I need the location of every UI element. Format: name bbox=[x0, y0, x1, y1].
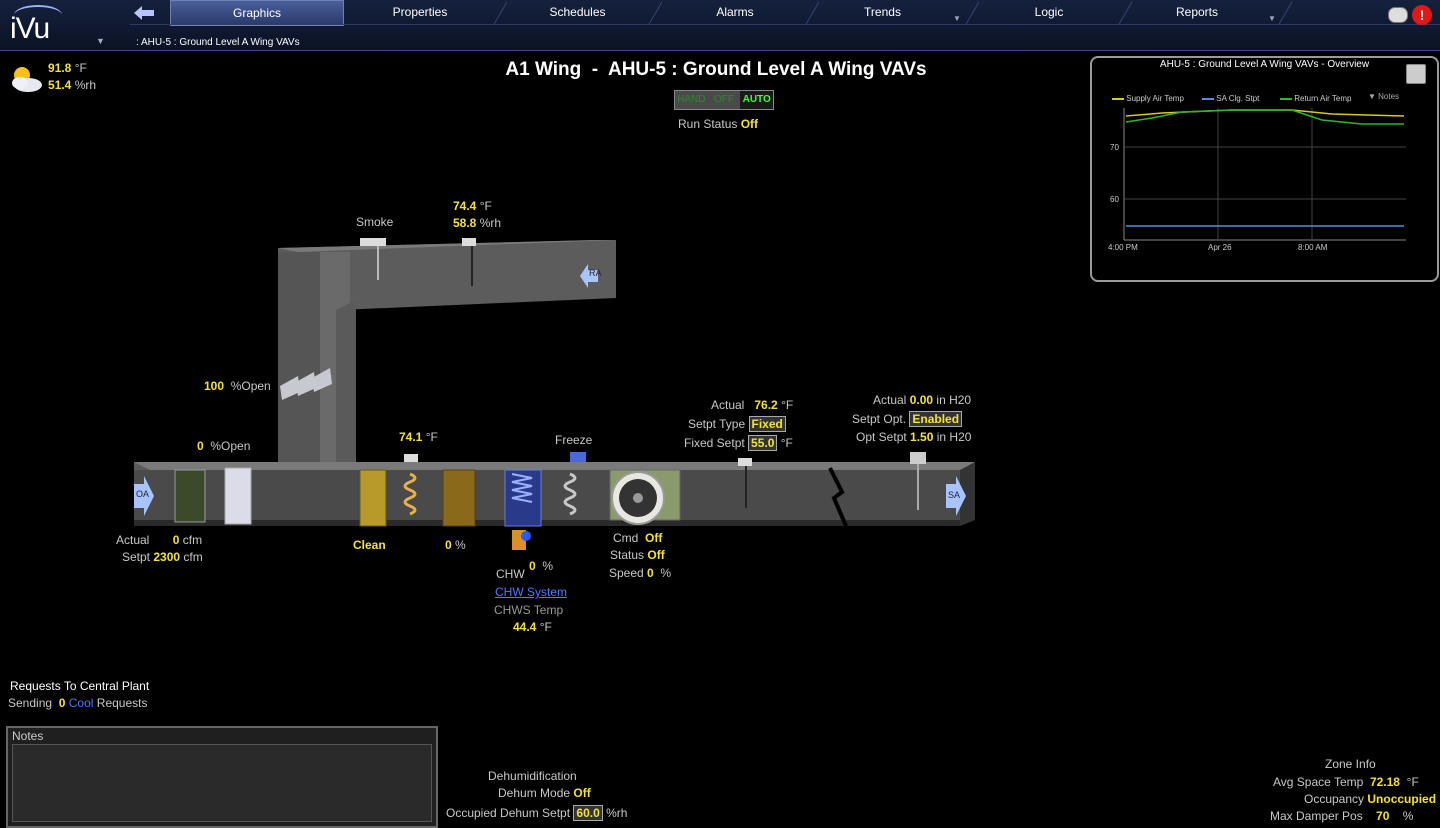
legend-sa-clg-stpt: SA Clg. Stpt bbox=[1202, 94, 1259, 103]
oa-label: OA bbox=[136, 489, 150, 499]
outdoor-temp: 91.8 °F bbox=[48, 61, 87, 75]
y-tick-60: 60 bbox=[1110, 195, 1119, 204]
smoke-label: Smoke bbox=[356, 215, 394, 229]
exhaust-damper-position: 100 %Open bbox=[204, 379, 271, 393]
zone-avg-temp: Avg Space Temp 72.18 °F bbox=[1273, 775, 1419, 789]
static-opt-setpt: Opt Setpt 1.50 in H20 bbox=[856, 430, 972, 444]
tab-graphics[interactable]: Graphics bbox=[170, 0, 344, 26]
legend-return-air: Return Air Temp bbox=[1280, 94, 1351, 103]
series-return-air bbox=[1125, 109, 1404, 125]
expand-trend-icon[interactable] bbox=[1406, 64, 1426, 84]
dehum-mode: Dehum Mode Off bbox=[498, 786, 591, 800]
chw-label: CHW bbox=[496, 567, 525, 581]
fan-status: Status Off bbox=[610, 548, 665, 562]
chw-system-link[interactable]: CHW System bbox=[495, 585, 567, 599]
notes-panel: Notes bbox=[6, 726, 438, 828]
page-title: A1 Wing - AHU-5 : Ground Level A Wing VA… bbox=[505, 59, 927, 80]
oa-damper-position: 0 %Open bbox=[197, 439, 251, 453]
static-actual: Actual 0.00 in H20 bbox=[873, 393, 972, 407]
hoa-off[interactable]: OFF bbox=[714, 94, 734, 105]
setpt-opt-field[interactable]: Enabled bbox=[909, 411, 963, 427]
static-setpt-opt: Setpt Opt. Enabled bbox=[852, 411, 963, 427]
sa-label: SA bbox=[948, 490, 961, 500]
x-tick-0: 4:00 PM bbox=[1108, 243, 1138, 252]
ra-arrow-icon bbox=[580, 264, 598, 288]
preheat-valve: 0 % bbox=[445, 538, 466, 552]
print-icon[interactable] bbox=[1388, 7, 1408, 23]
oa-setpt-cfm: Setpt 2300 cfm bbox=[122, 550, 203, 564]
reports-dropdown-icon[interactable]: ▼ bbox=[1268, 14, 1276, 23]
mixed-air-temp: 74.1 °F bbox=[399, 430, 438, 444]
logo-text: iVu bbox=[10, 12, 50, 45]
dehum-setpt-field[interactable]: 60.0 bbox=[573, 805, 603, 821]
trend-notes[interactable]: ▼ Notes bbox=[1368, 92, 1400, 101]
breadcrumb: : AHU-5 : Ground Level A Wing VAVs bbox=[136, 37, 300, 48]
notes-textarea[interactable] bbox=[12, 744, 432, 822]
fixed-setpt-field[interactable]: 55.0 bbox=[748, 435, 778, 451]
trend-chart: 70 60 4:00 PM Apr 26 8:00 AM bbox=[1108, 108, 1406, 252]
chw-valve: 0 % bbox=[529, 559, 554, 573]
fan-cmd: Cmd Off bbox=[613, 531, 663, 545]
tab-properties[interactable]: Properties bbox=[392, 5, 448, 19]
return-air-temp: 74.4 °F bbox=[453, 199, 492, 213]
freeze-label: Freeze bbox=[555, 433, 593, 447]
supply-fixed-setpt: Fixed Setpt 55.0 °F bbox=[684, 435, 793, 451]
back-arrow-icon[interactable] bbox=[132, 4, 156, 22]
legend-supply-air: Supply Air Temp bbox=[1112, 94, 1184, 103]
plant-requests-title: Requests To Central Plant bbox=[10, 679, 150, 693]
dehum-title: Dehumidification bbox=[488, 769, 577, 783]
chws-temp: 44.4 °F bbox=[513, 620, 552, 634]
fan-speed: Speed 0 % bbox=[609, 566, 672, 580]
trend-title: AHU-5 : Ground Level A Wing VAVs - Overv… bbox=[1159, 59, 1370, 70]
zone-info-title: Zone Info bbox=[1325, 757, 1376, 771]
ra-label: RA bbox=[589, 268, 602, 278]
exhaust-damper-icon bbox=[280, 368, 332, 400]
dehum-setpt: Occupied Dehum Setpt 60.0 %rh bbox=[446, 805, 628, 821]
top-nav-bar: iVu ▼ Graphics Properties Schedules Alar… bbox=[0, 0, 1440, 51]
plant-requests: Sending 0 Cool Requests bbox=[8, 696, 148, 710]
hand-off-auto-switch[interactable]: HAND OFF AUTO bbox=[674, 90, 774, 110]
oa-arrow-icon bbox=[134, 476, 154, 516]
chevron-down-icon[interactable]: ▼ bbox=[96, 36, 105, 46]
ivu-logo[interactable]: iVu ▼ bbox=[6, 2, 106, 48]
supply-temp-actual: Actual 76.2 °F bbox=[711, 398, 794, 412]
x-tick-2: 8:00 AM bbox=[1298, 243, 1328, 252]
tab-schedules[interactable]: Schedules bbox=[549, 5, 606, 19]
chws-temp-label: CHWS Temp bbox=[494, 603, 564, 617]
tab-trends[interactable]: Trends bbox=[864, 5, 901, 19]
tab-logic[interactable]: Logic bbox=[1034, 5, 1064, 19]
alarm-icon[interactable]: ! bbox=[1412, 5, 1432, 25]
tab-reports[interactable]: Reports bbox=[1175, 5, 1219, 19]
filter-status: Clean bbox=[353, 538, 386, 552]
tab-alarms[interactable]: Alarms bbox=[716, 5, 754, 19]
run-status: Run Status Off bbox=[678, 117, 759, 131]
hoa-hand[interactable]: HAND bbox=[677, 94, 706, 105]
notes-label: Notes bbox=[12, 729, 44, 743]
return-air-rh: 58.8 %rh bbox=[453, 216, 502, 230]
supply-setpt-type: Setpt Type Fixed bbox=[688, 416, 786, 432]
setpt-type-field[interactable]: Fixed bbox=[748, 416, 786, 432]
trends-dropdown-icon[interactable]: ▼ bbox=[953, 14, 961, 23]
zone-max-damper: Max Damper Pos 70 % bbox=[1270, 809, 1414, 823]
y-tick-70: 70 bbox=[1110, 143, 1119, 152]
partly-cloudy-icon bbox=[12, 67, 42, 92]
oa-actual-cfm: Actual 0 cfm bbox=[116, 533, 203, 547]
zone-occupancy: Occupancy Unoccupied bbox=[1304, 792, 1437, 806]
outdoor-rh: 51.4 %rh bbox=[48, 78, 97, 92]
sa-arrow-icon bbox=[946, 476, 966, 516]
trend-overview-panel[interactable]: AHU-5 : Ground Level A Wing VAVs - Overv… bbox=[1090, 56, 1439, 282]
hoa-auto[interactable]: AUTO bbox=[740, 91, 774, 109]
x-tick-1: Apr 26 bbox=[1208, 243, 1232, 252]
ahu-duct-diagram bbox=[134, 238, 975, 550]
